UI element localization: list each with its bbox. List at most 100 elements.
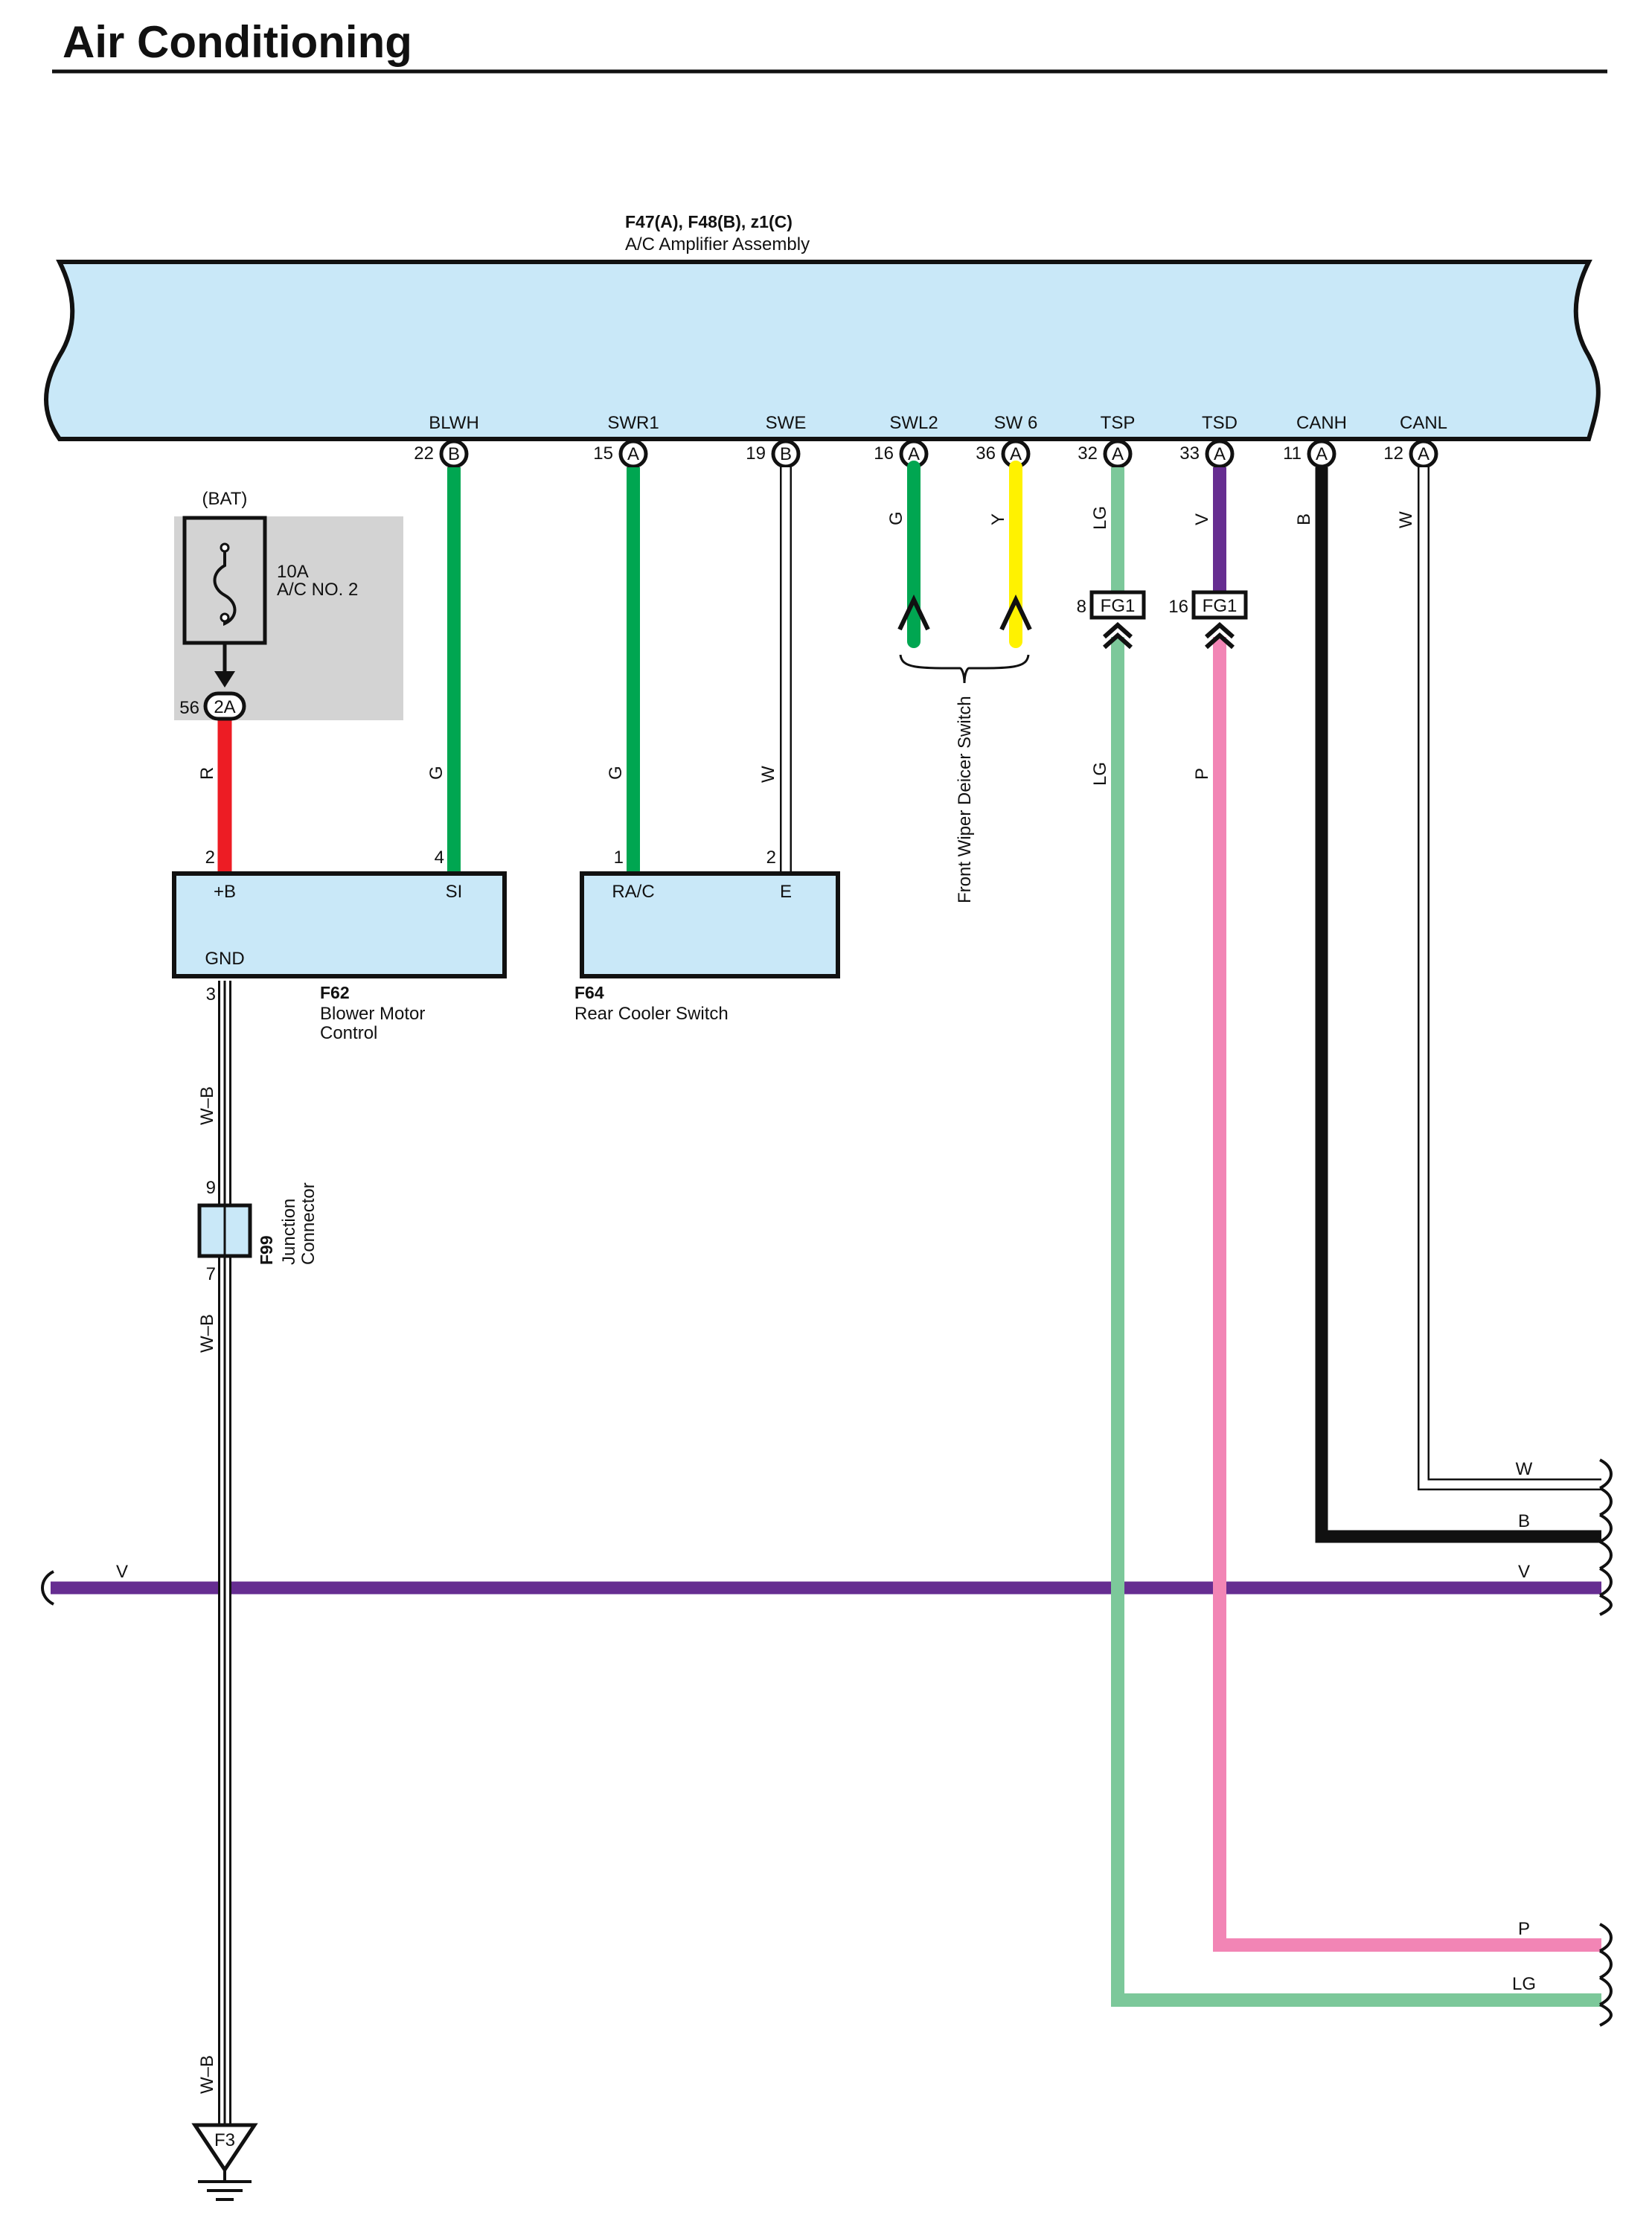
- connector-pin: [1307, 439, 1336, 469]
- rear-cooler-body: [580, 871, 840, 978]
- fg1-box: [1191, 590, 1248, 620]
- rear-cooler-label-e: E: [780, 882, 792, 902]
- wire-label: LG: [1090, 506, 1110, 530]
- blower-name-line2: Control: [320, 1023, 377, 1043]
- fg1-label: FG1: [1203, 596, 1238, 616]
- connector-pin: [771, 439, 801, 469]
- pin-number: 12: [1383, 443, 1403, 464]
- blower-name-line1: Blower Motor: [320, 1004, 425, 1024]
- pin-number: 36: [976, 443, 996, 464]
- terminal-label: SWE: [766, 413, 807, 433]
- blower-label-si: SI: [446, 882, 463, 902]
- amplifier-name: A/C Amplifier Assembly: [625, 234, 810, 254]
- terminal-canl: CANL 12 A: [1383, 413, 1447, 469]
- blower-pin-si: 4: [435, 848, 444, 868]
- terminal-tsp: TSP 32 A: [1078, 413, 1136, 469]
- fuse-connector-label: 2A: [214, 697, 235, 717]
- ground-f3: F3: [191, 2123, 258, 2201]
- pin-number: 32: [1078, 443, 1098, 464]
- connector-letter: A: [1010, 444, 1022, 464]
- fuse-source: (BAT): [202, 489, 248, 509]
- wire-canh-black: [1315, 467, 1601, 1543]
- deicer-arrow-y: [999, 595, 1032, 631]
- wire-label: Y: [988, 513, 1008, 525]
- terminal-sw6: SW 6 36 A: [976, 413, 1037, 469]
- junction-pin-in: 9: [206, 1178, 216, 1198]
- wire-label: B: [1294, 513, 1314, 525]
- connector-pin: [1409, 439, 1438, 469]
- connector-pin: [1205, 439, 1235, 469]
- fuse-assembly: (BAT) 10A A/C NO. 2 56 2A: [174, 489, 403, 721]
- blower-pin-b: 2: [205, 848, 215, 868]
- wire-label: R: [197, 767, 217, 780]
- blower-code: F62: [320, 983, 350, 1002]
- deicer-arrow-g: [897, 595, 930, 631]
- rear-cooler-label-rac: RA/C: [612, 882, 654, 902]
- terminal-swe: SWE 19 B: [746, 413, 807, 469]
- junction-name-line2: Connector: [298, 1182, 318, 1265]
- wire-label: W: [758, 766, 778, 783]
- terminal-label: TSD: [1202, 413, 1238, 433]
- fuse-terminal-top: [220, 542, 230, 553]
- fuse-arrow-icon: [214, 671, 235, 688]
- bus-label-w: W: [1516, 1459, 1533, 1479]
- page-title: Air Conditioning: [63, 17, 412, 67]
- bus-label-v-left: V: [116, 1562, 128, 1582]
- wire-canl-white: [1418, 467, 1601, 1490]
- connector-letter: B: [448, 444, 460, 464]
- bus-label-p: P: [1518, 1919, 1530, 1939]
- fg1-connector-tsp: 8 FG1: [1077, 590, 1146, 650]
- fg1-chevron-icon: [1205, 621, 1235, 650]
- terminal-label: CANL: [1400, 413, 1447, 433]
- connector-pin: [439, 439, 469, 469]
- pin-number: 19: [746, 443, 766, 464]
- fuse-connector: [203, 691, 246, 721]
- wire-label: W–B: [197, 1086, 217, 1125]
- terminal-label: SWL2: [889, 413, 938, 433]
- junction-code: F99: [257, 1235, 276, 1265]
- wire-label: V: [1192, 513, 1212, 525]
- wire-label: G: [426, 766, 446, 780]
- blower-pin-gnd: 3: [206, 984, 216, 1005]
- fg1-connector-tsd: 16 FG1: [1168, 590, 1248, 650]
- pin-number: 22: [414, 443, 434, 464]
- rear-cooler-switch: 1 RA/C 2 E F64 Rear Cooler Switch: [574, 848, 840, 1024]
- ground-triangle: [191, 2123, 258, 2173]
- front-wiper-deicer-label: Front Wiper Deicer Switch: [955, 696, 975, 903]
- rear-cooler-code: F64: [574, 983, 604, 1002]
- wire-label: W–B: [197, 1314, 217, 1353]
- terminal-blwh: BLWH 22 B: [414, 413, 479, 469]
- terminal-label: BLWH: [429, 413, 479, 433]
- connector-letter: A: [1316, 444, 1328, 464]
- connector-letter: A: [627, 444, 639, 464]
- wire-label: P: [1192, 768, 1212, 780]
- connector-letter: A: [1418, 444, 1430, 464]
- pin-number: 16: [874, 443, 894, 464]
- fuse-body: [182, 516, 267, 645]
- fg1-pin: 16: [1168, 597, 1188, 617]
- pin-number: 11: [1283, 443, 1302, 464]
- bus-label-b: B: [1518, 1511, 1530, 1531]
- rear-cooler-name: Rear Cooler Switch: [574, 1004, 729, 1024]
- junction-connector: 9 7 F99 Junction Connector: [197, 1178, 318, 1284]
- fg1-label: FG1: [1101, 596, 1136, 616]
- terminal-label: TSP: [1101, 413, 1136, 433]
- blower-label-b: +B: [214, 882, 236, 902]
- pin-number: 15: [593, 443, 613, 464]
- connector-pin: [1103, 439, 1133, 469]
- bus-break-left: [41, 1570, 55, 1606]
- terminal-label: CANH: [1296, 413, 1347, 433]
- wire-p-lower: [1213, 637, 1601, 1952]
- terminal-swl2: SWL2 16 A: [874, 413, 938, 469]
- fuse-terminal-bottom: [220, 612, 230, 623]
- wire-lg-lower: [1111, 637, 1601, 2007]
- wire-label: G: [886, 511, 906, 525]
- bus-label-lg: LG: [1512, 1974, 1536, 1994]
- fuse-pin: 56: [179, 698, 199, 718]
- terminal-canh: CANH 11 A: [1283, 413, 1347, 469]
- wire-label: G: [606, 766, 626, 780]
- fg1-chevron-icon: [1103, 621, 1133, 650]
- amplifier-body: [44, 260, 1601, 441]
- junction-pin-out: 7: [206, 1264, 216, 1284]
